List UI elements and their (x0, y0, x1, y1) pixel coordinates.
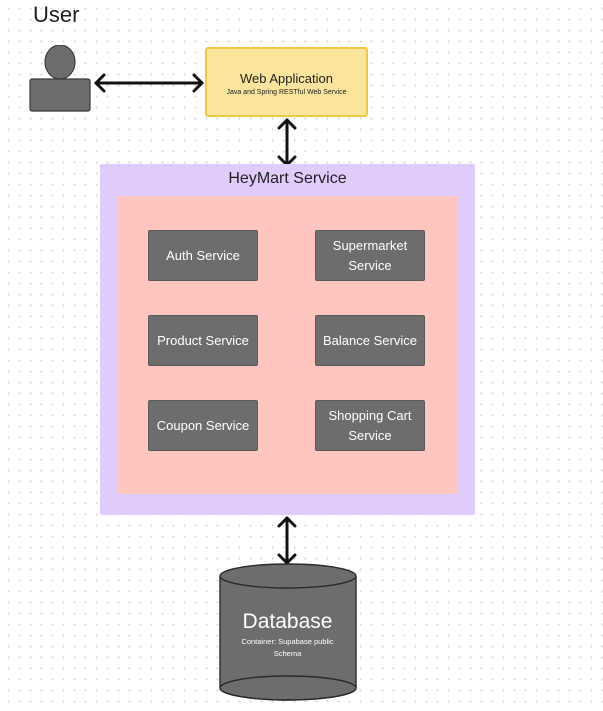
shopping-cart-service-box: Shopping Cart Service (315, 400, 425, 451)
web-application-title: Web Application (240, 70, 333, 86)
user-label: User (33, 2, 80, 27)
database-title: Database (242, 610, 333, 633)
balance-service-box: Balance Service (315, 315, 425, 366)
heymart-service-title: HeyMart Service (228, 170, 347, 187)
web-application-subtitle: Java and Spring RESTful Web Service (226, 88, 347, 96)
supermarket-service-box: Supermarket Service (315, 230, 425, 281)
database-subtitle: Container: Supabase public Schema (241, 637, 334, 658)
coupon-service-box: Coupon Service (148, 400, 258, 451)
auth-service-box: Auth Service (148, 230, 258, 281)
person-computer-icon (29, 45, 91, 112)
web-application-box: Web Application Java and Spring RESTful … (205, 47, 368, 117)
product-service-box: Product Service (148, 315, 258, 366)
database-cylinder-icon (219, 563, 357, 701)
